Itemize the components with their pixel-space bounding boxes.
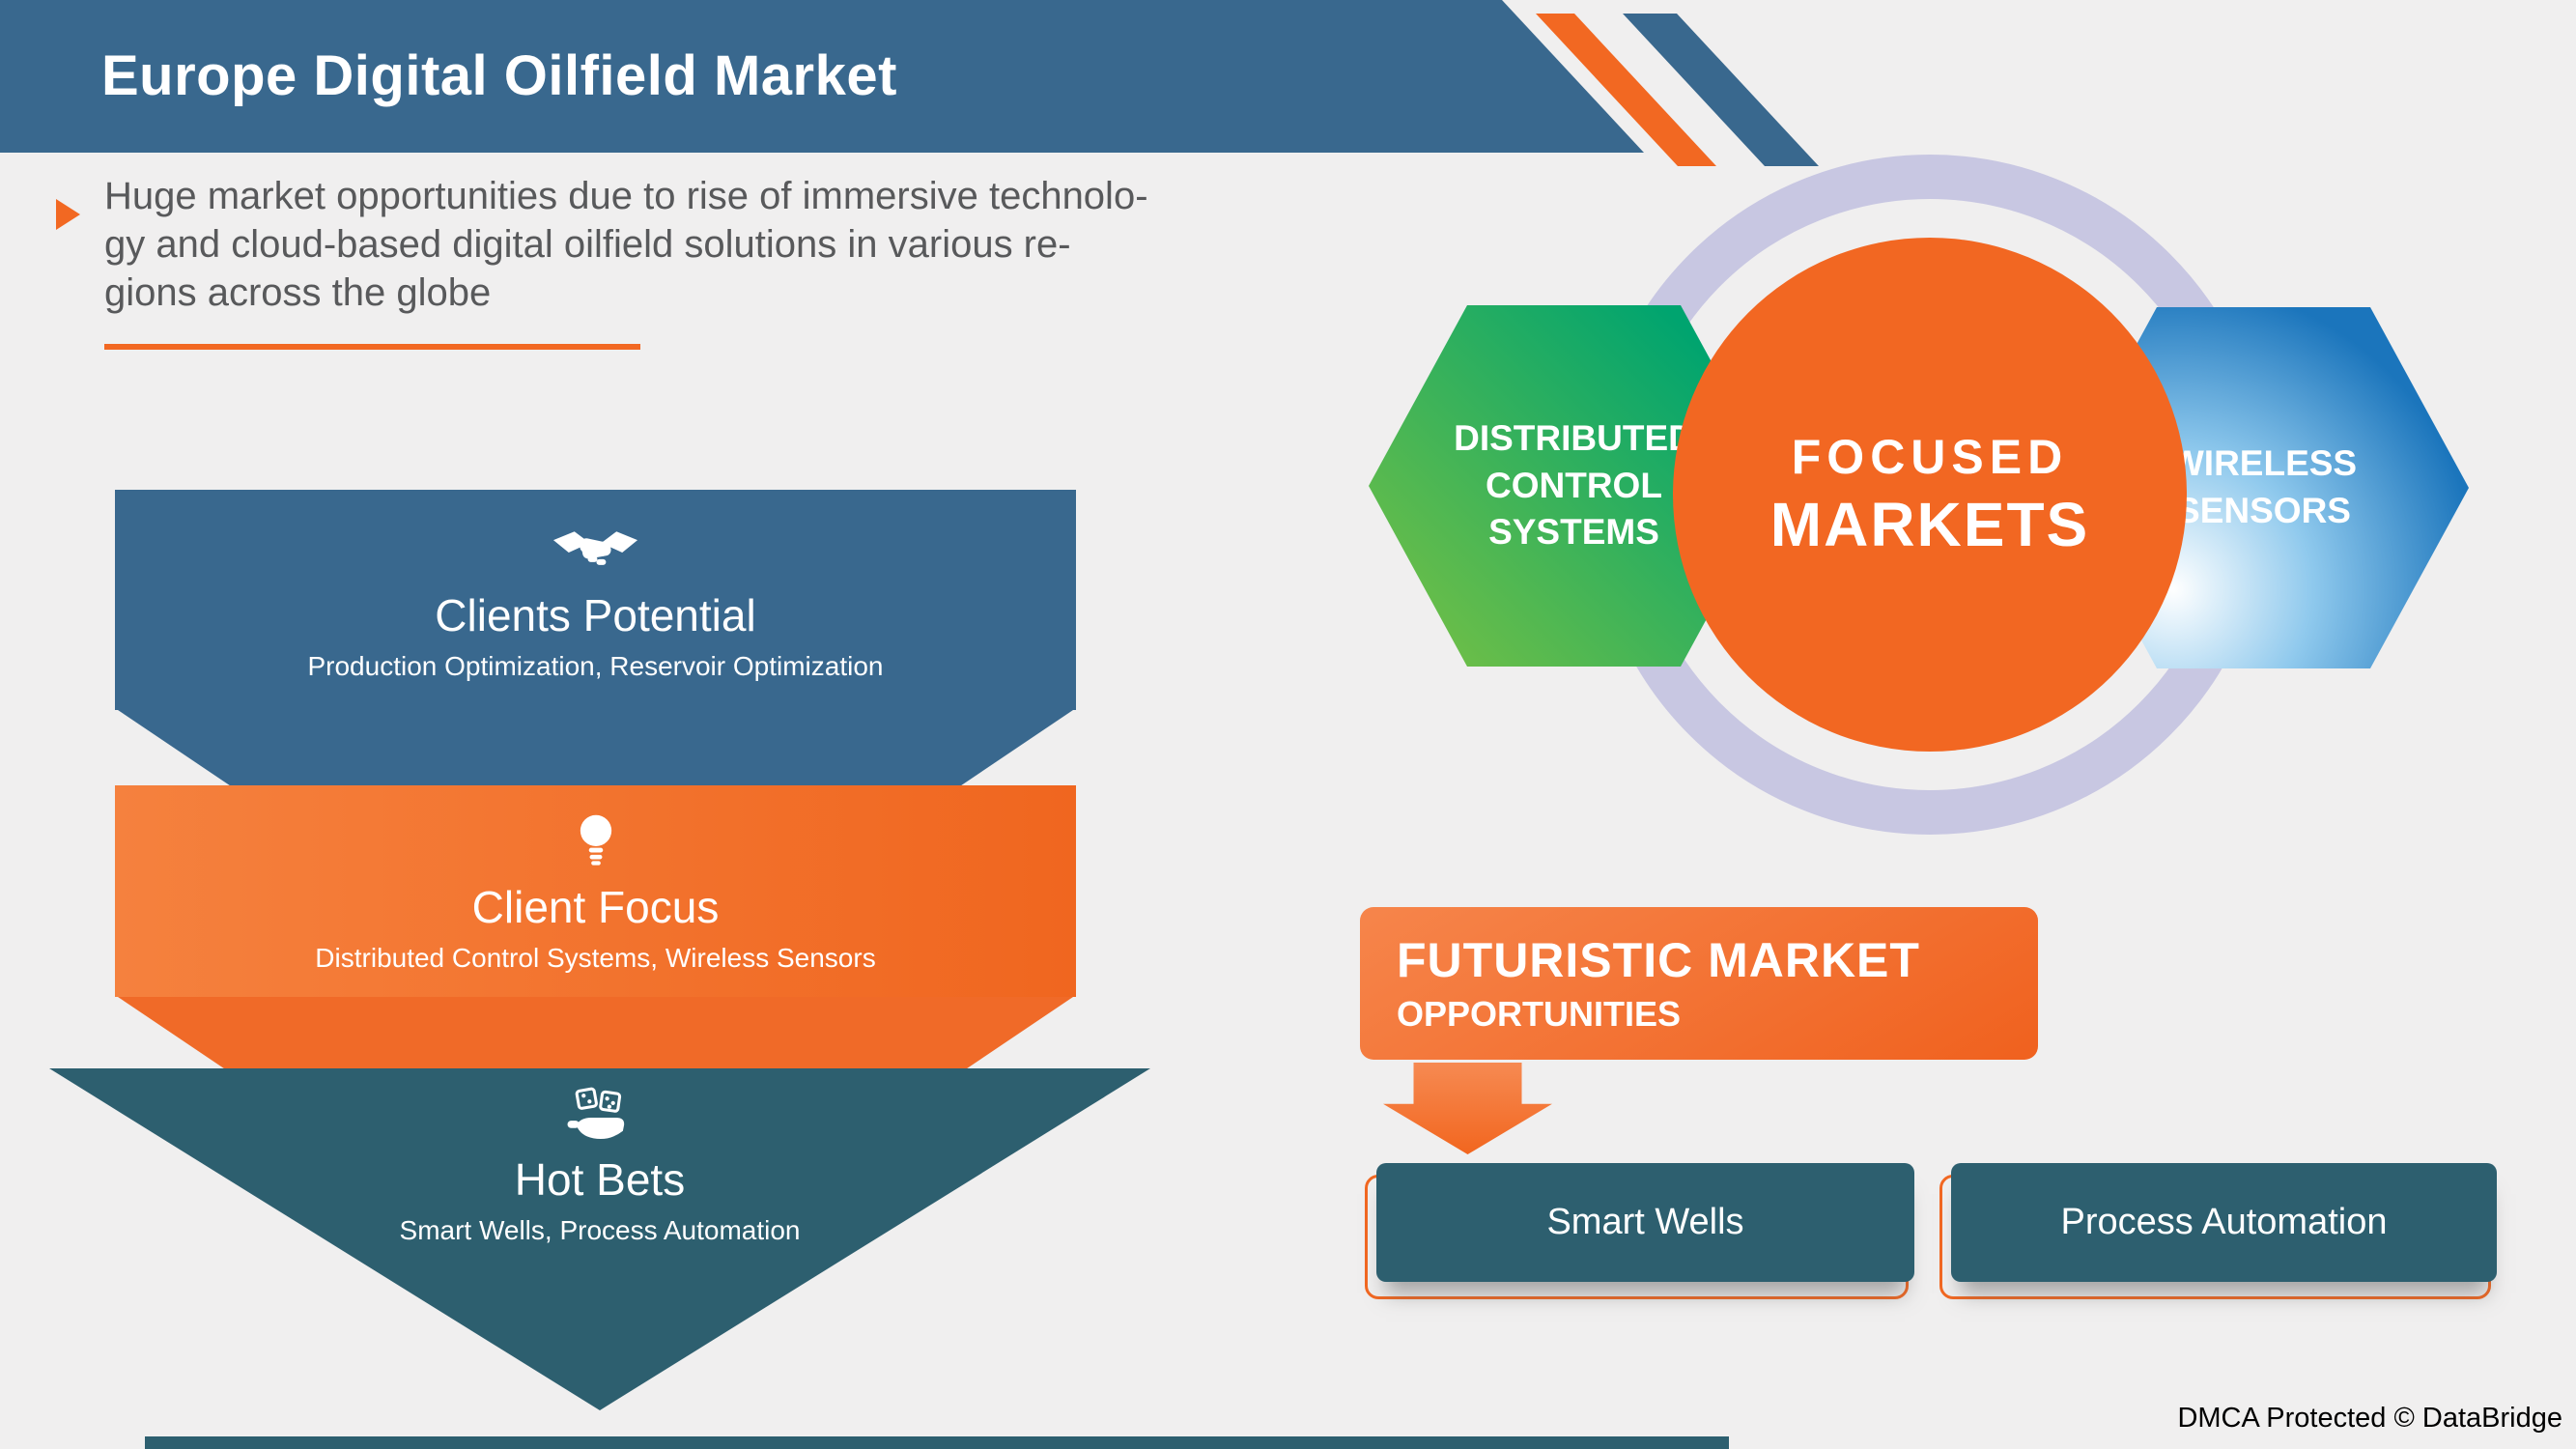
header-banner: Europe Digital Oilfield Market — [0, 0, 1644, 153]
funnel-stage-hot-bets: Hot Bets Smart Wells, Process Automation — [49, 1068, 1150, 1410]
funnel-stage-subtitle: Distributed Control Systems, Wireless Se… — [315, 942, 876, 973]
intro-underline — [104, 344, 640, 350]
funnel-stage-client-focus: Client Focus Distributed Control Systems… — [115, 785, 1076, 997]
process-automation-label: Process Automation — [2060, 1202, 2388, 1242]
bullet-arrow-icon — [56, 199, 80, 230]
hexagon-label: DISTRIBUTED CONTROL SYSTEMS — [1454, 417, 1694, 553]
futuristic-market-title: FUTURISTIC MARKET — [1397, 933, 1920, 987]
focused-markets-circle: FOCUSED MARKETS — [1673, 238, 2187, 752]
process-automation-box: Process Automation — [1951, 1163, 2497, 1282]
handshake-icon — [550, 518, 641, 583]
funnel-stage-subtitle: Production Optimization, Reservoir Optim… — [307, 651, 884, 681]
funnel-stage-clients-potential: Clients Potential Production Optimizatio… — [115, 490, 1076, 710]
bottom-accent-bar — [145, 1436, 1729, 1449]
smart-wells-label: Smart Wells — [1546, 1202, 1744, 1242]
futuristic-market-box: FUTURISTIC MARKET OPPORTUNITIES — [1360, 907, 2038, 1060]
funnel-stage-title: Client Focus — [471, 881, 720, 932]
intro-text: Huge market opportunities due to rise of… — [104, 175, 1148, 314]
page-title: Europe Digital Oilfield Market — [101, 44, 897, 107]
lightbulb-icon — [576, 810, 616, 875]
funnel-stage-subtitle: Smart Wells, Process Automation — [399, 1215, 801, 1245]
hexagon-label: WIRELESS SENSORS — [2169, 443, 2358, 530]
down-arrow-icon — [1383, 1063, 1552, 1154]
funnel-stage-title: Hot Bets — [514, 1154, 686, 1205]
smart-wells-box: Smart Wells — [1376, 1163, 1914, 1282]
funnel-stage-title: Clients Potential — [435, 590, 756, 640]
focused-markets-line1: FOCUSED — [1791, 430, 2069, 484]
dice-hand-icon — [566, 1082, 634, 1148]
dmca-protected-text: DMCA Protected © DataBridge — [2177, 1403, 2562, 1434]
focused-markets-line2: MARKETS — [1769, 490, 2090, 559]
futuristic-market-subtitle: OPPORTUNITIES — [1397, 994, 1682, 1034]
